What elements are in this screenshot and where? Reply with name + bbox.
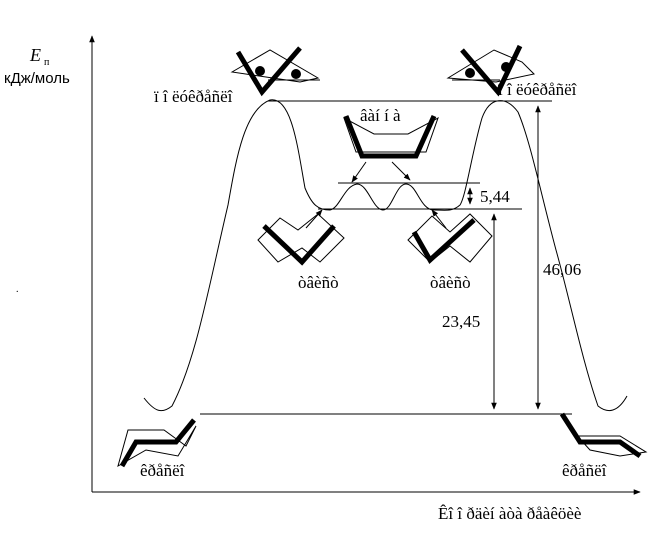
boat-arrow-right [391, 161, 411, 181]
energy-curve [143, 99, 628, 412]
boat-icon [343, 114, 439, 159]
twist-left-icon [257, 213, 345, 266]
label-boat: âàí í à [360, 106, 401, 125]
label-chair-right: êðåñëî [562, 461, 608, 480]
label-chair-left: êðåñëî [140, 461, 186, 480]
half-chair-left-icon [230, 46, 320, 97]
stray-dot: . [16, 284, 19, 295]
x-axis-label: Êî î ðäèí àòà ðåàêöèè [438, 504, 581, 523]
twist-left-arrow [305, 209, 323, 229]
chair-left-icon [117, 418, 197, 468]
value-5-44: 5,44 [480, 187, 510, 206]
boat-arrow-left [351, 161, 367, 183]
twist-right-icon [407, 213, 493, 264]
value-23-45: 23,45 [442, 312, 480, 331]
y-axis-unit: кДж/моль [4, 70, 70, 87]
label-twist-left: òâèñò [298, 273, 339, 292]
chair-right-icon [559, 412, 648, 459]
value-46-06: 46,06 [543, 260, 581, 279]
y-axis-subscript: п [44, 57, 50, 68]
label-twist-right: òâèñò [430, 273, 471, 292]
label-transition-right: ï î ëóêðåñëî [497, 80, 578, 99]
half-chair-right-icon [446, 44, 536, 97]
twist-right-arrow [431, 209, 447, 229]
y-axis-symbol: E [29, 45, 41, 65]
label-transition-left: ï î ëóêðåñëî [153, 87, 234, 106]
